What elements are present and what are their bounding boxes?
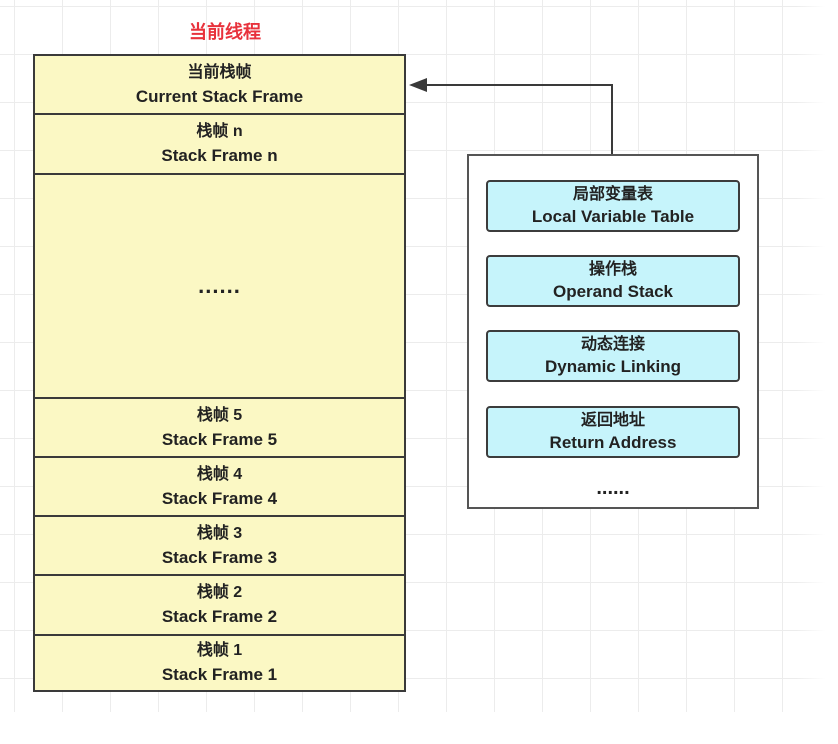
- stack-frame-ellipsis: ......: [35, 175, 404, 399]
- thread-stack: 当前栈帧 Current Stack Frame 栈帧 n Stack Fram…: [33, 54, 406, 692]
- thread-title: 当前线程: [189, 22, 261, 42]
- frame-label-en: Stack Frame 5: [161, 429, 278, 449]
- dynamic-linking-box: 动态连接 Dynamic Linking: [486, 330, 740, 382]
- detail-label-zh: 局部变量表: [572, 186, 653, 203]
- stack-frame-1: 栈帧 1 Stack Frame 1: [35, 636, 404, 690]
- return-address-box: 返回地址 Return Address: [486, 406, 740, 458]
- frame-label-zh: 当前栈帧: [187, 63, 252, 81]
- frame-label-zh: 栈帧 1: [196, 642, 243, 659]
- arrowhead-icon: [409, 78, 427, 92]
- detail-label-zh: 操作栈: [588, 261, 637, 278]
- operand-stack-box: 操作栈 Operand Stack: [486, 255, 740, 307]
- stack-frame-current: 当前栈帧 Current Stack Frame: [35, 56, 404, 115]
- frame-label-en: Stack Frame n: [161, 146, 278, 165]
- frames-ellipsis: ......: [198, 273, 241, 298]
- frame-label-en: Stack Frame 4: [161, 488, 278, 508]
- connector-line: [424, 84, 613, 154]
- detail-label-en: Operand Stack: [553, 282, 673, 301]
- bottom-margin: [0, 712, 838, 744]
- stack-frame-n: 栈帧 n Stack Frame n: [35, 115, 404, 175]
- frame-label-zh: 栈帧 4: [196, 465, 243, 483]
- frame-label-en: Stack Frame 1: [161, 665, 278, 684]
- detail-label-en: Dynamic Linking: [544, 357, 682, 376]
- detail-label-en: Local Variable Table: [531, 207, 695, 226]
- detail-label-zh: 返回地址: [580, 412, 645, 429]
- detail-label-en: Return Address: [549, 433, 677, 452]
- frame-label-en: Stack Frame 2: [161, 607, 278, 626]
- frame-label-en: Current Stack Frame: [135, 86, 304, 106]
- detail-ellipsis: ......: [596, 477, 630, 499]
- right-margin: [796, 0, 838, 744]
- frame-label-en: Stack Frame 3: [161, 547, 278, 567]
- local-variable-table-box: 局部变量表 Local Variable Table: [486, 180, 740, 232]
- stack-frame-3: 栈帧 3 Stack Frame 3: [35, 517, 404, 576]
- frame-label-zh: 栈帧 3: [196, 524, 243, 542]
- frame-label-zh: 栈帧 5: [196, 406, 243, 424]
- frame-label-zh: 栈帧 n: [196, 123, 243, 140]
- frame-detail-panel: 局部变量表 Local Variable Table 操作栈 Operand S…: [467, 154, 759, 509]
- stack-frame-4: 栈帧 4 Stack Frame 4: [35, 458, 404, 517]
- stack-frame-5: 栈帧 5 Stack Frame 5: [35, 399, 404, 458]
- detail-label-zh: 动态连接: [580, 336, 645, 353]
- frame-label-zh: 栈帧 2: [196, 584, 243, 601]
- stack-frame-2: 栈帧 2 Stack Frame 2: [35, 576, 404, 636]
